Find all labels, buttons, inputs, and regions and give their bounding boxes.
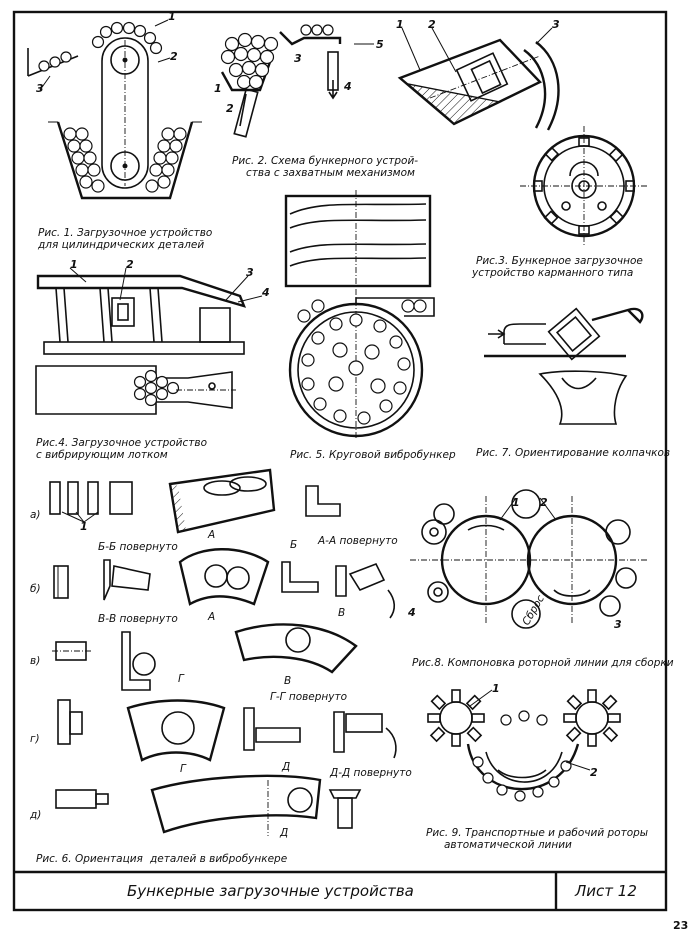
fig6-section-dd: Д-Д повернуто [329, 767, 412, 779]
fig9-label-2: 2 [590, 766, 598, 779]
fig5-caption: Рис. 5. Круговой вибробункер [290, 449, 456, 461]
fig7-caption: Рис. 7. Ориентирование колпачков [476, 447, 670, 459]
fig2-caption-line1: Рис. 2. Схема бункерного устрой- [232, 155, 418, 167]
figure-8-rotor-line: 1 2 3 4 Сброс Рис.8. Компоновка роторной… [407, 489, 674, 669]
fig6-label-1: 1 [80, 520, 88, 533]
fig6-mark-g-bottom: Г [180, 763, 187, 775]
fig6-row-d: д) [29, 809, 41, 821]
fig8-label-3: 3 [614, 618, 622, 631]
fig2-caption-line2: ства с захватным механизмом [246, 167, 415, 179]
fig6-mark-g-top: Г [178, 673, 185, 685]
fig6-row-a: а) [30, 509, 41, 521]
fig6-caption-part1: Рис. 6. Ориентация [36, 853, 143, 865]
fig9-caption-line2: автоматической линии [444, 839, 572, 851]
fig2-label-1: 1 [214, 82, 222, 95]
fig6-mark-v: В [338, 607, 345, 619]
fig1-label-2: 2 [170, 50, 178, 63]
fig4-caption-line2: с вибрирующим лотком [36, 449, 168, 461]
figure-1-cylindrical-loader: 1 2 3 Рис. 1. Загрузочное устройство для… [27, 10, 212, 251]
fig3-label-1: 1 [396, 18, 404, 31]
figure-9-transport-and-work-rotors: 1 2 Рис. 9. Транспортные и рабочий ротор… [426, 682, 648, 851]
figure-3-pocket-hopper: 1 2 3 Рис.3. Бункерное загрузочное устро… [396, 18, 648, 279]
fig6-row-b: б) [30, 583, 41, 595]
fig9-label-1: 1 [492, 682, 500, 695]
fig3-caption-line1: Рис.3. Бункерное загрузочное [476, 255, 643, 267]
fig1-caption-line1: Рис. 1. Загрузочное устройство [38, 227, 212, 239]
fig2-label-3: 3 [294, 52, 302, 65]
fig1-balls-bin [63, 127, 187, 193]
fig6-section-aa: А-А повернуто [317, 535, 398, 547]
sheet-title: Бункерные загрузочные устройства [127, 882, 414, 900]
fig9-left-rotor [427, 689, 485, 747]
fig4-balls [133, 369, 180, 407]
fig6-row-g: г) [30, 733, 40, 745]
fig5-outer-balls [297, 299, 427, 425]
fig8-label-1: 1 [512, 496, 520, 509]
fig6-mark-v-bottom: В [284, 675, 291, 687]
page-number: 23 [673, 919, 688, 932]
fig3-label-3: 3 [552, 18, 560, 31]
fig6-mark-b: Б [290, 539, 297, 551]
fig5-inner-balls [328, 342, 386, 394]
fig1-balls-belt [91, 21, 163, 55]
fig2-label-5: 5 [376, 38, 384, 51]
fig8-annotation-discharge: Сброс [520, 593, 547, 627]
fig6-section-vv: В-В повернуто [98, 613, 178, 625]
fig1-label-1: 1 [168, 10, 176, 23]
fig2-balls [220, 24, 334, 90]
fig4-label-2: 2 [126, 258, 134, 271]
figure-5-circular-vibratory-hopper: Рис. 5. Круговой вибробункер [284, 190, 456, 461]
fig4-caption-line1: Рис.4. Загрузочное устройство [36, 437, 207, 449]
fig9-work-rotor-balls [472, 710, 572, 802]
fig8-label-2: 2 [540, 496, 548, 509]
fig6-mark-d-top: Д [281, 761, 290, 773]
fig8-caption: Рис.8. Компоновка роторной линии для сбо… [412, 657, 674, 669]
fig6-section-gg: Г-Г повернуто [270, 691, 347, 703]
fig2-label-4: 4 [343, 80, 352, 93]
fig4-label-3: 3 [246, 266, 254, 279]
fig4-label-1: 1 [70, 258, 78, 271]
fig8-label-4: 4 [407, 606, 416, 619]
fig9-caption-line1: Рис. 9. Транспортные и рабочий роторы [426, 827, 648, 839]
fig6-row-v: в) [30, 655, 40, 667]
sheet-label: Лист 12 [574, 882, 637, 900]
figure-7-cap-orientation: Рис. 7. Ориентирование колпачков [476, 307, 670, 459]
fig3-caption-line2: устройство карманного типа [471, 267, 633, 279]
fig8-satellite-rotors [421, 489, 637, 629]
fig1-caption-line2: для цилиндрических деталей [37, 239, 204, 251]
fig2-label-2: 2 [226, 102, 234, 115]
fig6-caption-part2: деталей в вибробункере [149, 853, 287, 865]
fig6-section-bb: Б-Б повернуто [98, 541, 178, 553]
figure-6-orientation: а) 1 б) Б-Б повернуто А А А-А повернуто … [29, 468, 412, 865]
fig6-mark-d-bottom: Д [279, 827, 288, 839]
figure-2-hopper-with-gripper: 1 2 3 4 5 Рис. 2. Схема бункерного устро… [214, 24, 418, 179]
fig3-label-2: 2 [428, 18, 436, 31]
fig6-mark-a-top: А [207, 529, 215, 541]
fig6-mark-a-bottom: А [207, 611, 215, 623]
fig9-right-rotor [563, 689, 621, 747]
figure-4-vibrating-tray: 1 2 3 4 Рис.4. Загрузочное устройство с … [35, 258, 270, 461]
fig4-label-4: 4 [261, 286, 270, 299]
fig1-label-3: 3 [36, 82, 44, 95]
sheet-frame [12, 10, 668, 912]
